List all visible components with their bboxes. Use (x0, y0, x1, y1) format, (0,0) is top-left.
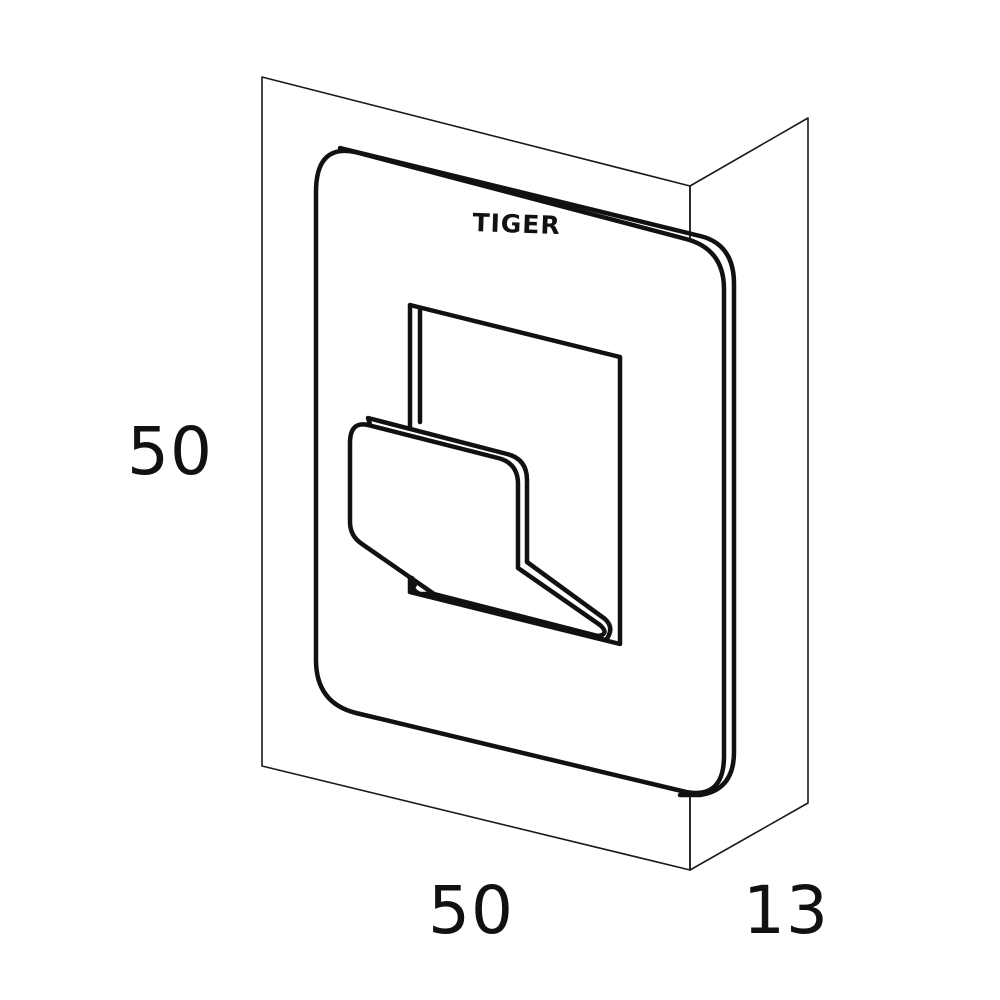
back-plate-edge (337, 145, 737, 798)
height-dimension-label: 50 (127, 413, 213, 490)
depth-dimension-label: 13 (743, 872, 829, 949)
hook-tip (409, 575, 437, 597)
brand-logo: TIGER (471, 208, 562, 241)
width-dimension-label: 50 (428, 872, 514, 949)
hook-arm (347, 422, 607, 639)
